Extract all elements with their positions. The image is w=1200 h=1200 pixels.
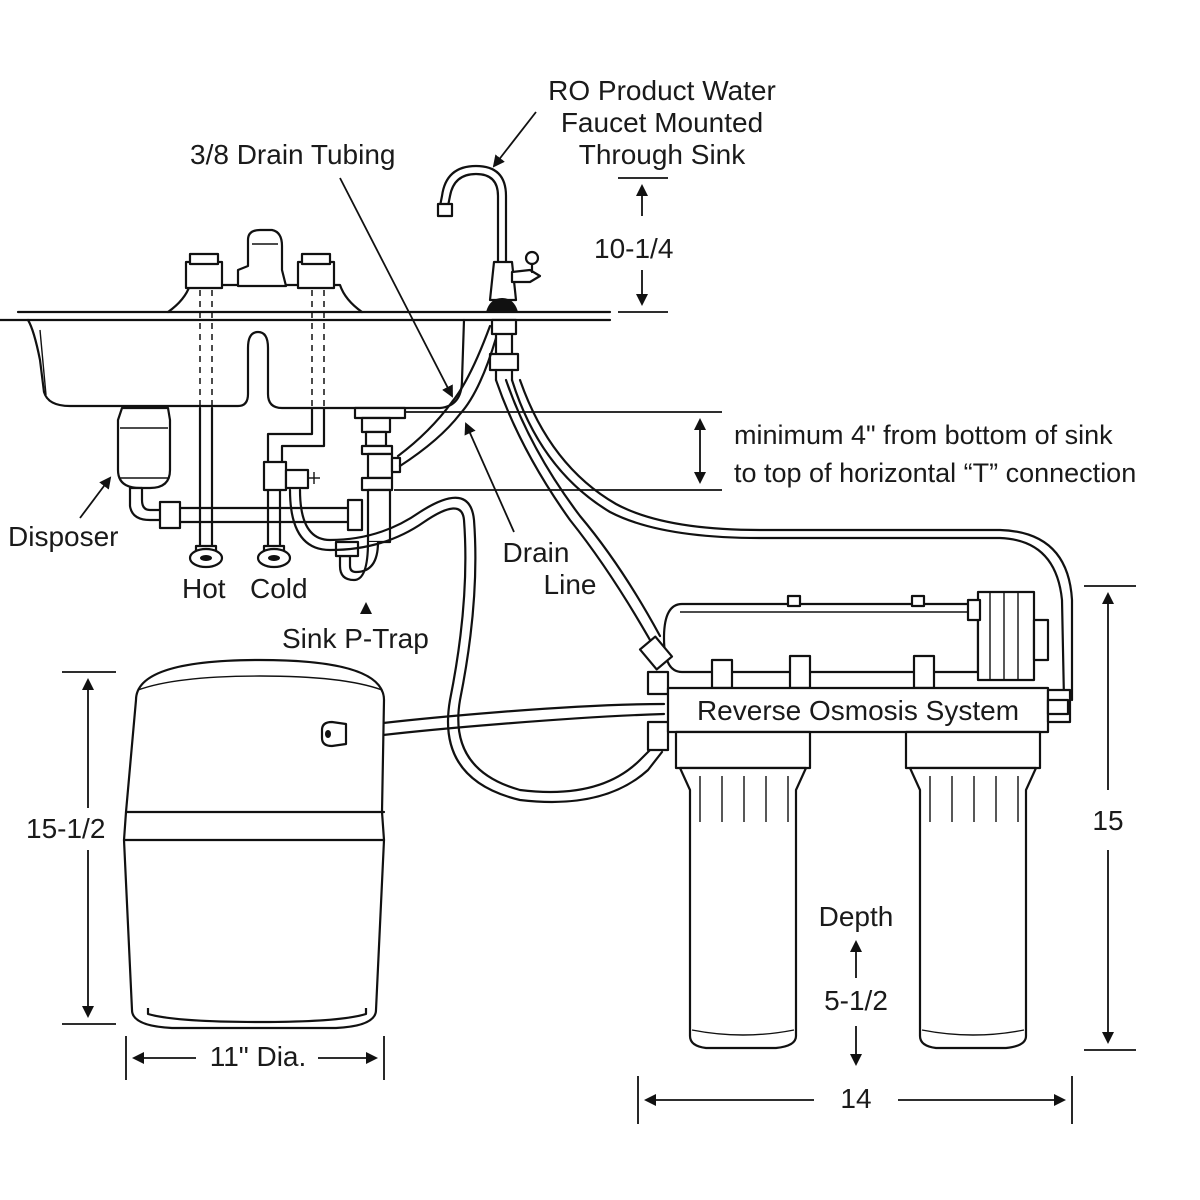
disposer-label: Disposer xyxy=(8,521,118,552)
system-width-dimension xyxy=(637,1076,1073,1124)
tank-height-label: 15-1/2 xyxy=(26,813,105,844)
hot-label: Hot xyxy=(182,573,226,604)
tank-height-dimension xyxy=(62,671,116,1025)
ro-system-label: Reverse Osmosis System xyxy=(697,695,1019,726)
drain-tubing-leader xyxy=(339,177,453,398)
depth-label: Depth xyxy=(819,901,894,932)
faucet-height-dimension xyxy=(618,177,668,313)
system-width-label: 14 xyxy=(840,1083,871,1114)
faucet-leader xyxy=(492,111,537,168)
minimum-label-line2: to top of horizontal “T” connection xyxy=(734,458,1136,488)
p-trap-label: Sink P-Trap xyxy=(282,623,429,654)
disposer-leader xyxy=(79,476,112,519)
ro-system xyxy=(638,590,1072,1050)
p-trap-pointer xyxy=(360,602,372,614)
system-height-label: 15 xyxy=(1092,805,1123,836)
faucet-height-label: 10-1/4 xyxy=(594,233,673,264)
drain-line-leader xyxy=(464,422,515,533)
drain-tailpiece xyxy=(334,416,402,582)
supply-lines xyxy=(188,290,326,569)
drain-line-label-line1: Drain xyxy=(503,537,570,568)
drain-line-label-line2: Line xyxy=(544,569,597,600)
cold-label: Cold xyxy=(250,573,308,604)
faucet-label-line2: Faucet Mounted xyxy=(561,107,763,138)
sink-faucet xyxy=(166,228,364,314)
tubing xyxy=(288,324,1074,804)
system-height-dimension xyxy=(1084,585,1136,1051)
ro-faucet xyxy=(436,164,542,382)
faucet-label-line1: RO Product Water xyxy=(548,75,776,106)
leaders xyxy=(79,111,537,614)
minimum-label-line1: minimum 4" from bottom of sink xyxy=(734,420,1113,450)
minimum-height-dimension xyxy=(394,411,722,491)
cold-valve xyxy=(256,544,292,569)
depth-value-label: 5-1/2 xyxy=(824,985,888,1016)
hot-valve xyxy=(188,544,224,569)
ro-system-bracket xyxy=(666,686,1050,734)
faucet-label-line3: Through Sink xyxy=(579,139,747,170)
drain-tubing-label: 3/8 Drain Tubing xyxy=(190,139,395,170)
labels: RO Product Water Faucet Mounted Through … xyxy=(8,75,1136,1114)
horizontal-drain-pipe xyxy=(158,498,364,532)
storage-tank xyxy=(122,658,386,1030)
tank-diameter-dimension xyxy=(125,1036,385,1080)
tank-diameter-label: 11" Dia. xyxy=(210,1041,307,1072)
